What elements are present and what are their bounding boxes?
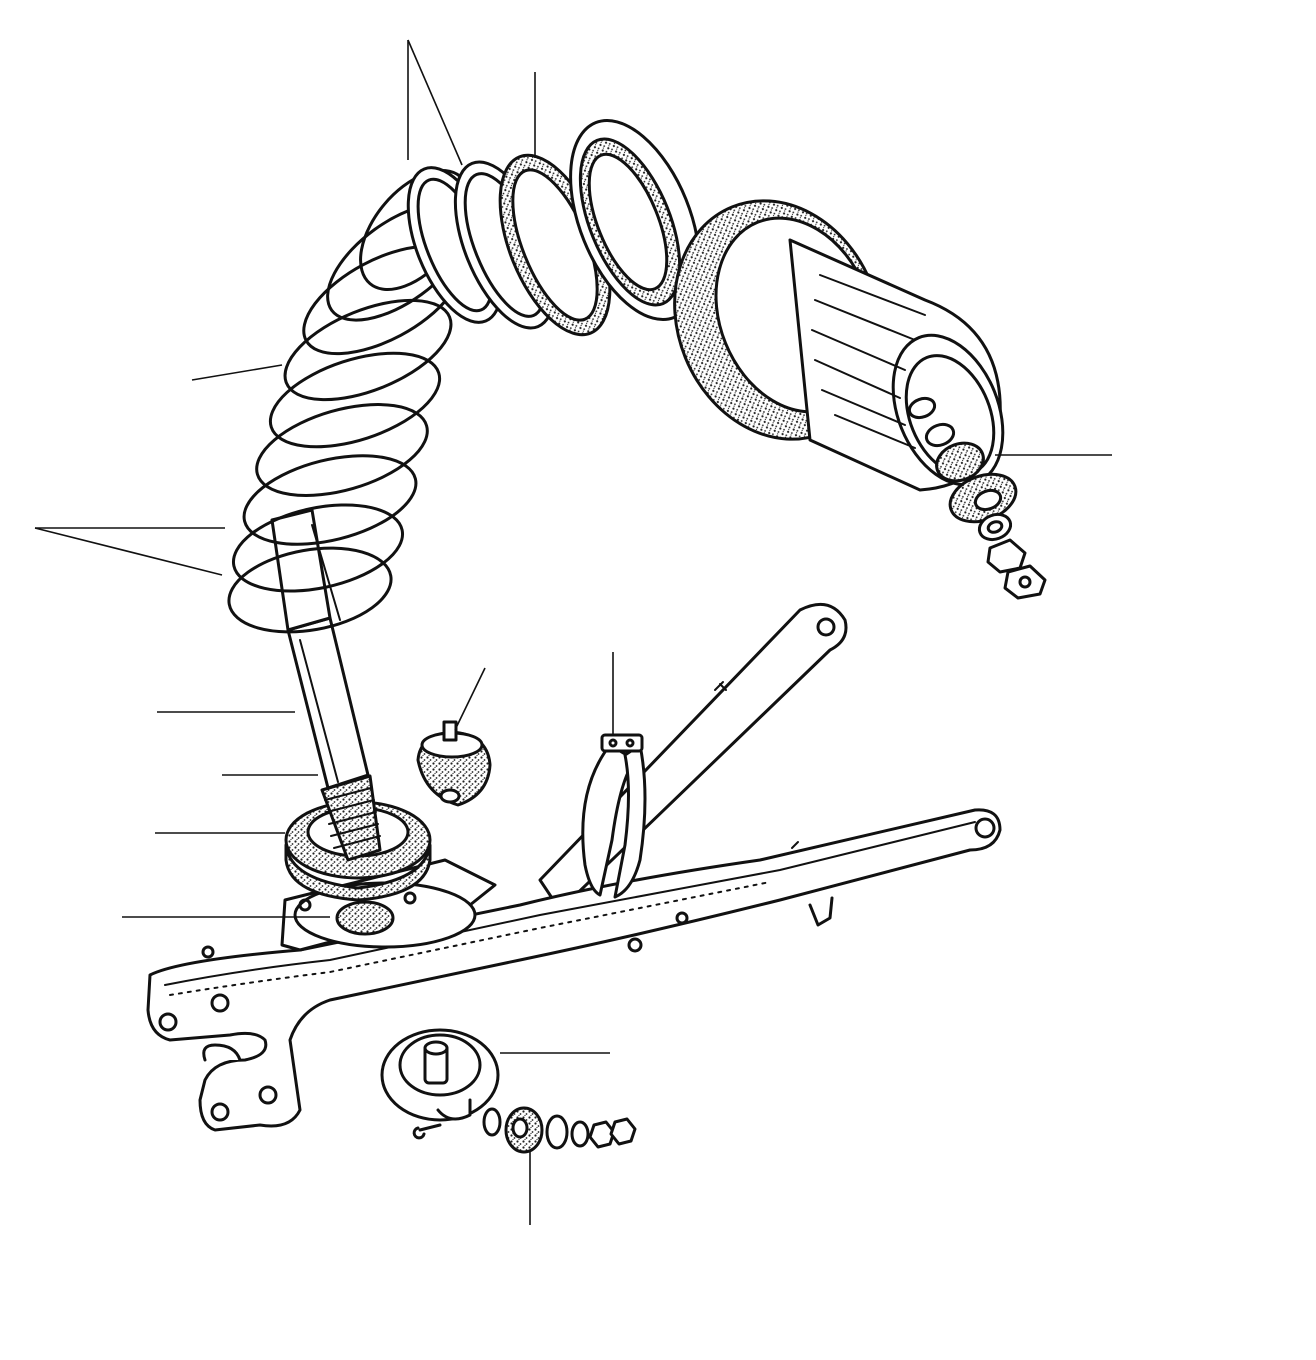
bushing-hardware-lower <box>482 1106 637 1154</box>
bushing-hardware <box>948 472 1047 600</box>
leader-spring-ends-b <box>34 527 223 576</box>
shock-absorber <box>270 508 370 790</box>
strap-bracket <box>581 733 647 899</box>
dust-boot <box>320 774 382 862</box>
upper-spring-seat <box>569 118 701 322</box>
upper-mount-bushing <box>673 199 1005 492</box>
leader-coil-spring <box>191 364 283 381</box>
spring-insulators <box>406 153 612 337</box>
trailing-arm <box>146 602 1002 1132</box>
arm-bracket <box>380 1028 500 1140</box>
leader-bump-stop <box>454 667 486 731</box>
bump-stop <box>416 720 492 807</box>
leader-lines <box>34 39 1112 1225</box>
leader-spring-insulator-b <box>407 39 463 166</box>
